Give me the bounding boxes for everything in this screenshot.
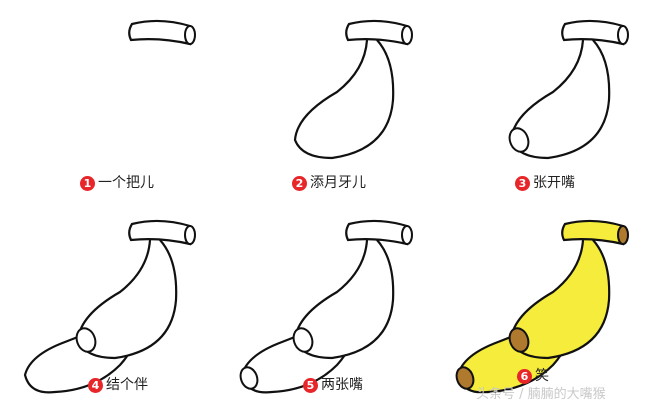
step-label: 两张嘴 (321, 377, 363, 393)
step-5-drawing (239, 219, 414, 394)
step-3-drawing (508, 19, 630, 160)
step-number: 2 (292, 176, 307, 191)
step-4-drawing (23, 219, 197, 394)
step-number: 1 (80, 176, 95, 191)
step-number: 4 (88, 378, 103, 393)
step-number: 3 (515, 176, 530, 191)
step-6-drawing (455, 219, 630, 394)
step-label: 结个伴 (106, 377, 148, 393)
step-2-drawing (293, 19, 414, 160)
step-number: 6 (517, 369, 532, 384)
step-1-drawing (128, 19, 197, 46)
step-label: 一个把儿 (98, 175, 154, 191)
step-label: 笑 (535, 368, 549, 384)
watermark: 头条号 / 腩腩的大嘴猴 (476, 387, 606, 402)
step-label: 张开嘴 (533, 175, 575, 191)
step-label: 添月牙儿 (310, 175, 366, 191)
step-number: 5 (303, 378, 318, 393)
